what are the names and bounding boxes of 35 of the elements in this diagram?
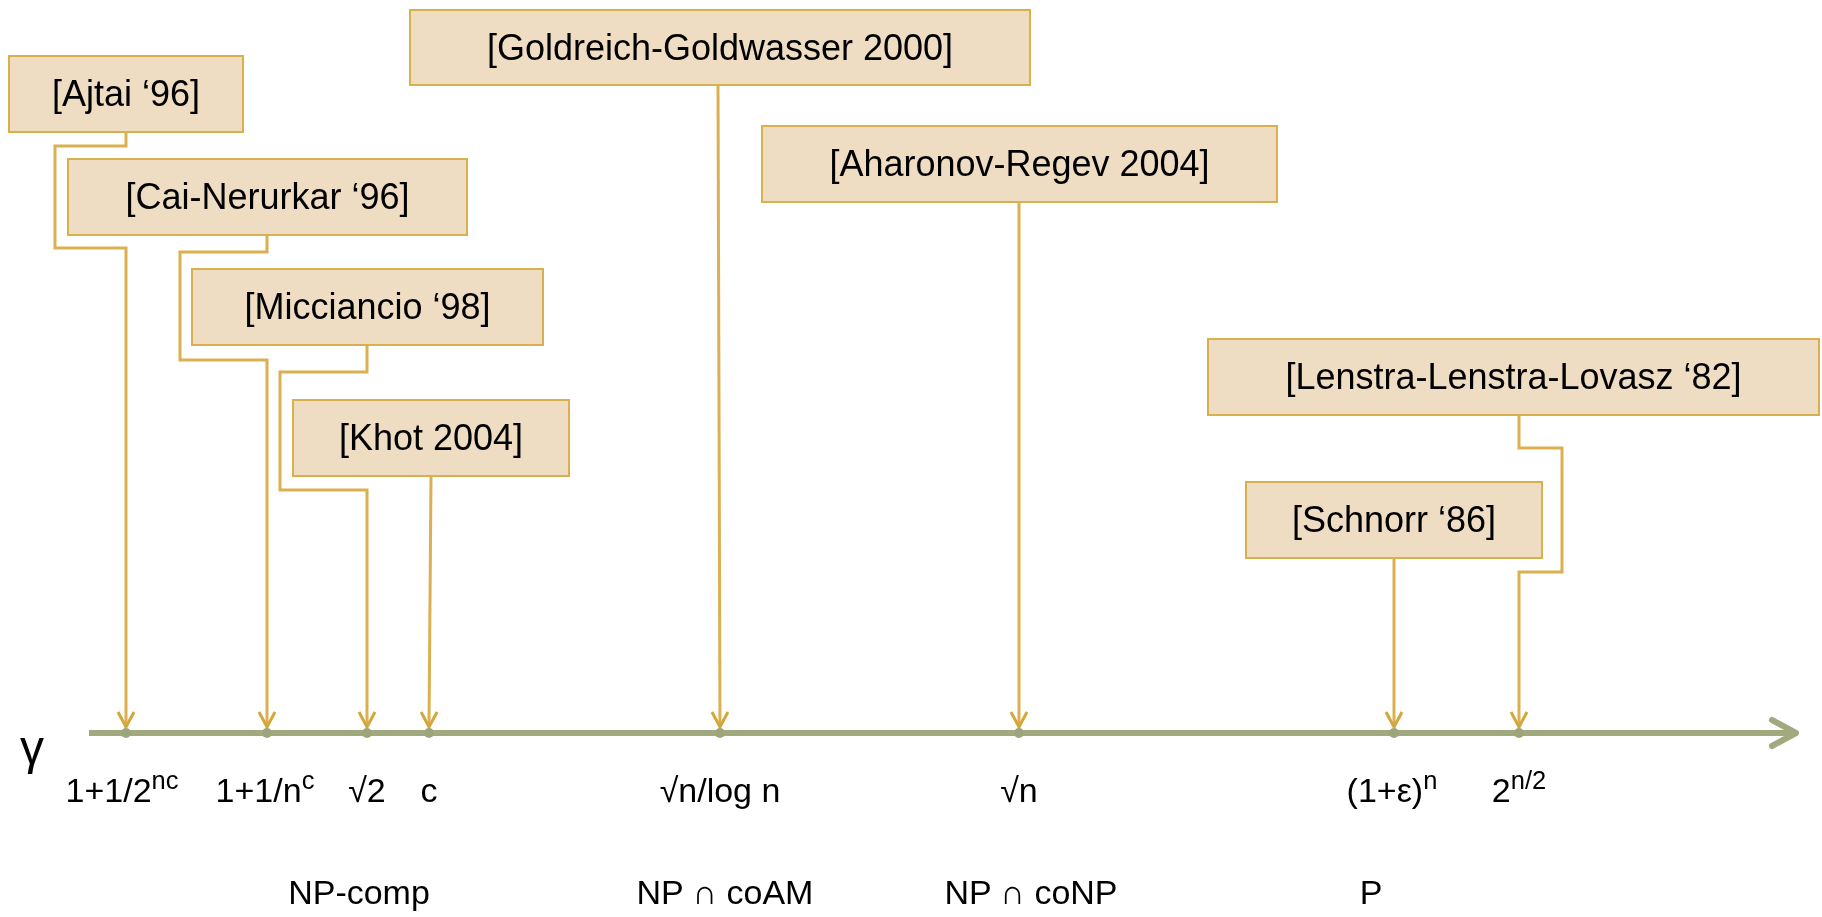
value-label: NP ∩ coNP (944, 875, 1118, 909)
citation-box: [Schnorr ‘86] (1245, 481, 1543, 559)
value-label: (1+ε)$^{n}$ (1346, 773, 1438, 807)
value-label: P (1359, 875, 1383, 909)
citation-box: [Micciancio ‘98] (191, 268, 544, 346)
axis-point (1514, 728, 1524, 738)
arrow (1384, 559, 1404, 729)
citation-box: [Lenstra-Lenstra-Lovasz ‘82] (1207, 338, 1820, 416)
value-label: √2 (348, 773, 386, 807)
value-label: 1+1/n$^{c}$ (215, 773, 315, 807)
arrow (419, 477, 439, 729)
citation-box: [Goldreich-Goldwasser 2000] (409, 9, 1031, 86)
citation-box: [Khot 2004] (292, 399, 570, 477)
axis-point (262, 728, 272, 738)
value-label: c (420, 773, 438, 807)
arrow (278, 346, 377, 729)
value-label: NP-comp (288, 875, 430, 909)
arrow (1009, 203, 1029, 729)
axis-point (424, 728, 434, 738)
axis-point (362, 728, 372, 738)
arrow (710, 86, 730, 729)
axis-point (1014, 728, 1024, 738)
arrow (1509, 416, 1564, 729)
axis-point (715, 728, 725, 738)
value-label: √n (1000, 773, 1038, 807)
citation-box: [Aharonov-Regev 2004] (761, 125, 1278, 203)
value-label: √n/log n (659, 773, 781, 807)
axis-point (1389, 728, 1399, 738)
arrow (178, 236, 277, 729)
axis-label: γ (20, 724, 44, 772)
axis-point (121, 728, 131, 738)
value-label: NP ∩ coAM (636, 875, 814, 909)
arrow (53, 133, 136, 729)
citation-box: [Cai-Nerurkar ‘96] (67, 158, 468, 236)
citation-box: [Ajtai ‘96] (8, 55, 244, 133)
